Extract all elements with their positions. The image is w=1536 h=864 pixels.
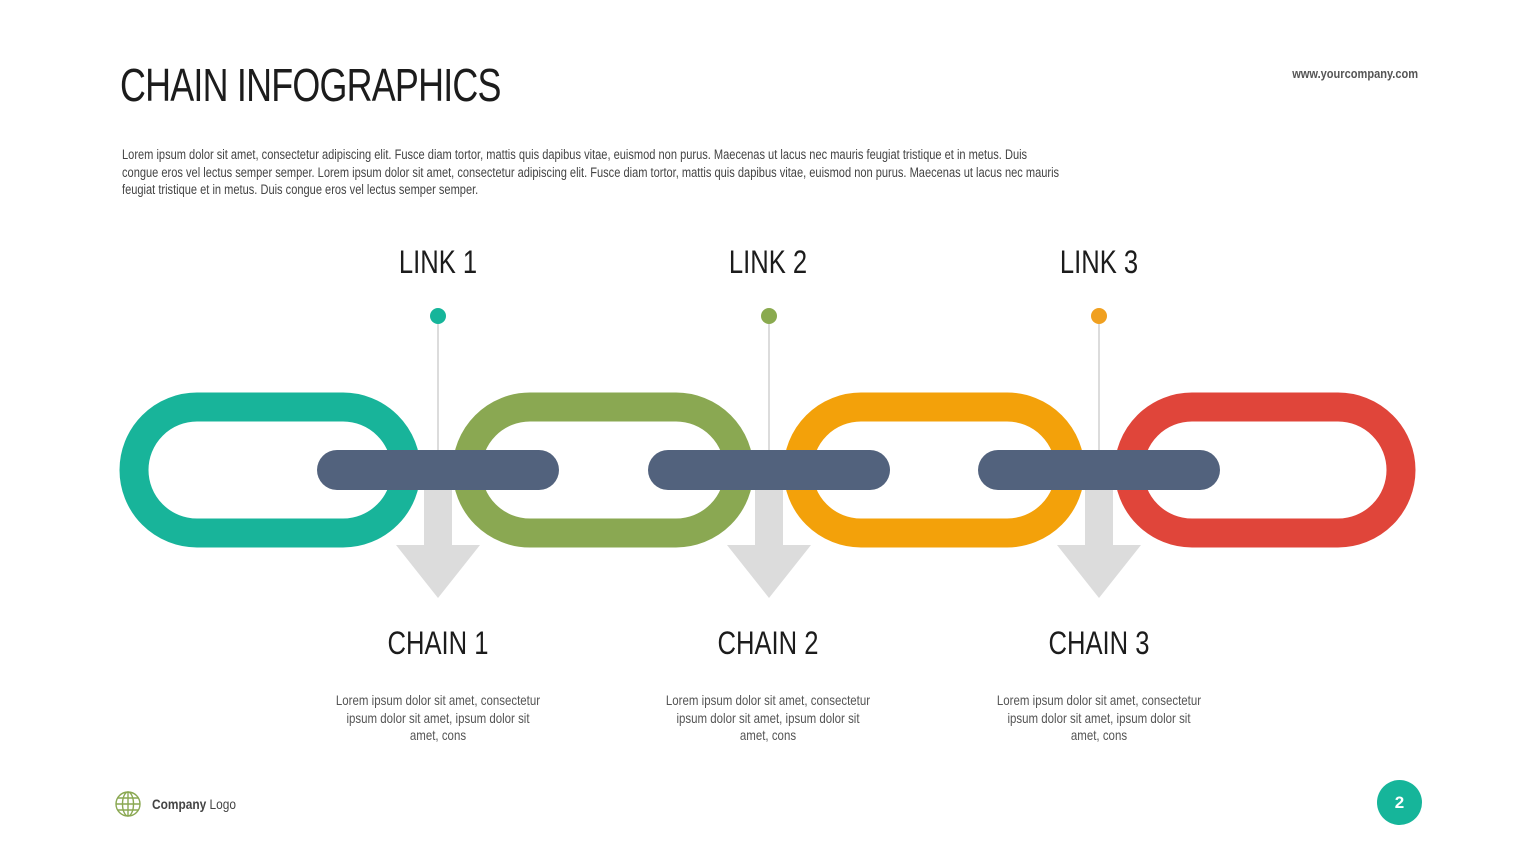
connector-bar-1	[317, 450, 559, 490]
company-name: Company Logo	[152, 796, 236, 812]
company-name-rest: Logo	[206, 796, 237, 812]
link-3-label: LINK 3	[1059, 244, 1139, 280]
connector-bar-2	[648, 450, 890, 490]
chain-3-description: Lorem ipsum dolor sit amet, consectetur …	[996, 692, 1202, 743]
link-3-pin-dot	[1091, 308, 1107, 324]
website-url[interactable]: www.yourcompany.com	[1292, 66, 1418, 81]
chain-1-description: Lorem ipsum dolor sit amet, consectetur …	[335, 692, 541, 743]
company-name-bold: Company	[152, 796, 207, 812]
down-arrow-3	[1057, 470, 1141, 598]
chain-1-label: CHAIN 1	[387, 625, 489, 661]
chain-2-label: CHAIN 2	[717, 625, 819, 661]
company-logo: Company Logo	[114, 790, 251, 818]
link-1-pin-dot	[430, 308, 446, 324]
page-number-badge: 2	[1377, 780, 1422, 825]
link-2-pin-dot	[761, 308, 777, 324]
connector-bar-3	[978, 450, 1220, 490]
down-arrow-1	[396, 470, 480, 598]
link-2-label: LINK 2	[728, 244, 808, 280]
link-1-label: LINK 1	[398, 244, 478, 280]
down-arrow-2	[727, 470, 811, 598]
page-title: CHAIN INFOGRAPHICS	[120, 59, 501, 111]
intro-paragraph: Lorem ipsum dolor sit amet, consectetur …	[122, 147, 1060, 197]
globe-icon	[115, 791, 141, 817]
chain-2-description: Lorem ipsum dolor sit amet, consectetur …	[665, 692, 871, 743]
chain-3-label: CHAIN 3	[1048, 625, 1150, 661]
